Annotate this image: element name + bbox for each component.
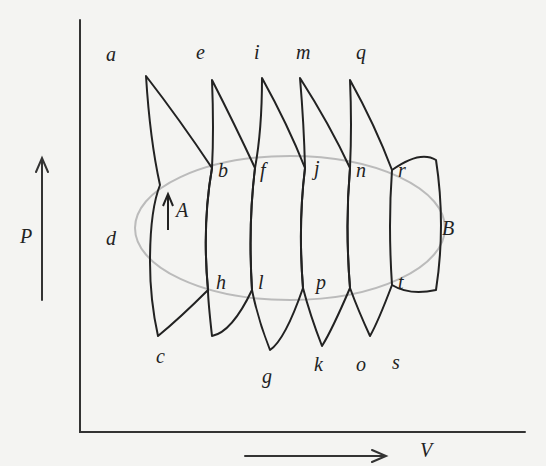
point-label: B (442, 218, 454, 238)
point-label: f (260, 160, 266, 180)
point-label: V (420, 440, 432, 460)
point-label: k (314, 354, 323, 374)
point-label: i (254, 42, 260, 62)
point-label: t (398, 272, 404, 292)
point-label: l (258, 272, 264, 292)
carnot-cycles (146, 76, 441, 350)
point-label: d (106, 228, 116, 248)
point-label: o (356, 354, 366, 374)
point-label: c (156, 346, 165, 366)
point-label: P (20, 226, 32, 246)
point-label: m (296, 42, 310, 62)
point-label: s (392, 352, 400, 372)
point-label: a (106, 44, 116, 64)
point-label: q (356, 42, 366, 62)
point-label: b (218, 160, 228, 180)
direction-arrow (163, 194, 173, 230)
point-label: p (316, 272, 326, 292)
p-arrow (36, 158, 48, 300)
point-label: h (216, 272, 226, 292)
cycle-ellipse (135, 156, 445, 300)
point-label: r (398, 160, 406, 180)
axes (80, 20, 525, 432)
point-label: A (176, 200, 188, 220)
point-label: e (196, 42, 205, 62)
point-label: g (262, 366, 272, 386)
point-label: n (356, 160, 366, 180)
point-label: j (314, 158, 320, 178)
v-arrow (245, 450, 386, 462)
